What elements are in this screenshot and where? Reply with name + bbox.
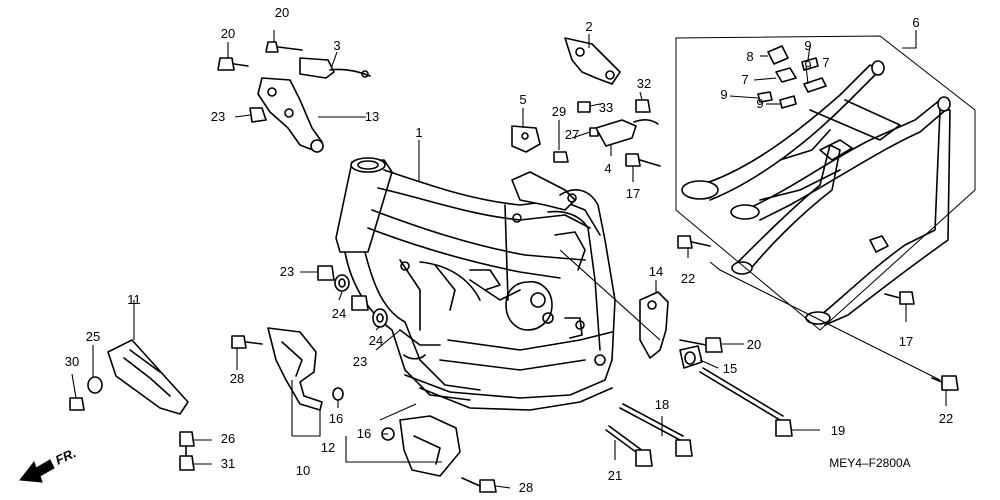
callout-10: 10 bbox=[296, 463, 310, 478]
callout-9-top: 9 bbox=[804, 38, 811, 53]
callout-32: 32 bbox=[637, 76, 651, 91]
callout-4: 4 bbox=[604, 161, 611, 176]
diagram-code: MEY4–F2800A bbox=[829, 456, 910, 470]
callout-29: 29 bbox=[552, 104, 566, 119]
bolt-20-left bbox=[217, 57, 249, 71]
callout-27: 27 bbox=[565, 127, 579, 142]
nut-23-lower bbox=[351, 295, 369, 311]
callout-16-left: 16 bbox=[329, 411, 343, 426]
bolt-20-upper bbox=[265, 41, 303, 53]
callout-18: 18 bbox=[655, 397, 669, 412]
bolt-22-upper bbox=[677, 235, 711, 249]
guard-10-12 bbox=[267, 327, 323, 411]
clip-33 bbox=[577, 101, 591, 113]
washer-25 bbox=[87, 376, 103, 394]
bracket-5 bbox=[511, 125, 541, 153]
bolt-17-lower bbox=[884, 291, 915, 305]
callout-26: 26 bbox=[221, 431, 235, 446]
callout-24-upper: 24 bbox=[332, 306, 346, 321]
callout-33: 33 bbox=[599, 100, 613, 115]
main-frame bbox=[335, 157, 616, 411]
callout-31: 31 bbox=[221, 456, 235, 471]
callout-25: 25 bbox=[86, 329, 100, 344]
callout-1: 1 bbox=[415, 125, 422, 140]
callout-22-lower: 22 bbox=[939, 411, 953, 426]
bracket-4 bbox=[595, 119, 659, 147]
callout-16-lower: 16 bbox=[357, 426, 371, 441]
bolt-18 bbox=[619, 403, 693, 457]
callout-15: 15 bbox=[723, 361, 737, 376]
bracket-2 bbox=[564, 37, 621, 85]
washer-24-lower bbox=[372, 308, 388, 328]
clip-9-left bbox=[757, 91, 773, 103]
callout-13: 13 bbox=[365, 109, 379, 124]
callout-7-left: 7 bbox=[741, 72, 748, 87]
bolt-21 bbox=[605, 425, 653, 467]
callout-9-lower: 9 bbox=[756, 96, 763, 111]
callout-24-lower: 24 bbox=[369, 333, 383, 348]
collar-26 bbox=[179, 431, 195, 447]
bolt-29 bbox=[553, 151, 569, 163]
washer-24-upper bbox=[334, 274, 350, 292]
callout-5: 5 bbox=[519, 92, 526, 107]
sub-frame-group-outline bbox=[675, 35, 976, 331]
callout-28-lower: 28 bbox=[519, 480, 533, 495]
bolt-31 bbox=[179, 445, 195, 471]
washer-16-left bbox=[332, 387, 344, 401]
front-direction-label: FR. bbox=[53, 445, 78, 467]
callout-9-right: 9 bbox=[804, 58, 811, 73]
callout-23-upper: 23 bbox=[211, 109, 225, 124]
callout-20-upper: 20 bbox=[275, 5, 289, 20]
guard-11 bbox=[107, 339, 189, 415]
callout-21: 21 bbox=[608, 468, 622, 483]
bolt-22-lower bbox=[931, 375, 959, 391]
collar-15 bbox=[679, 345, 703, 369]
bracket-13 bbox=[257, 77, 324, 153]
callout-30: 30 bbox=[65, 354, 79, 369]
clip-9-lower bbox=[779, 95, 797, 109]
callout-11: 11 bbox=[127, 292, 141, 307]
callout-12: 12 bbox=[321, 440, 335, 455]
callout-14: 14 bbox=[649, 264, 663, 279]
bracket-3 bbox=[299, 57, 371, 79]
bolt-20-right bbox=[679, 337, 723, 353]
callout-17-lower: 17 bbox=[899, 334, 913, 349]
bolt-28-left bbox=[231, 335, 263, 349]
callout-3: 3 bbox=[333, 38, 340, 53]
callout-7-right: 7 bbox=[822, 55, 829, 70]
bolt-28-lower bbox=[461, 477, 497, 493]
leader-lines bbox=[71, 30, 947, 489]
nut-23-upper bbox=[249, 107, 267, 123]
clamp-7-upper bbox=[775, 67, 797, 83]
washer-23-mid bbox=[317, 265, 335, 281]
clamp-7-right bbox=[803, 77, 827, 93]
callout-23-mid: 23 bbox=[280, 264, 294, 279]
sub-frame bbox=[681, 60, 951, 326]
callout-17-upper: 17 bbox=[626, 186, 640, 201]
callout-23-lower: 23 bbox=[353, 354, 367, 369]
callout-2: 2 bbox=[585, 19, 592, 34]
callout-28-left: 28 bbox=[230, 371, 244, 386]
callout-20-left: 20 bbox=[221, 26, 235, 41]
clamp-8 bbox=[767, 45, 789, 65]
bolt-19 bbox=[699, 367, 793, 437]
guard-lower bbox=[399, 415, 461, 477]
callout-22-upper: 22 bbox=[681, 271, 695, 286]
callout-9-left: 9 bbox=[720, 87, 727, 102]
bolt-17-upper bbox=[625, 153, 661, 167]
front-direction-indicator: FR. bbox=[19, 445, 78, 483]
callout-19: 19 bbox=[831, 423, 845, 438]
callout-20-right: 20 bbox=[747, 337, 761, 352]
front-arrow-icon bbox=[19, 459, 55, 483]
callouts: 1 2 3 4 5 6 7 7 8 9 9 9 9 10 11 12 13 14… bbox=[65, 5, 953, 495]
nut-32 bbox=[635, 99, 651, 113]
bracket-14 bbox=[639, 291, 669, 359]
bolt-30 bbox=[69, 397, 85, 411]
callout-8: 8 bbox=[746, 49, 753, 64]
callout-6: 6 bbox=[912, 15, 919, 30]
